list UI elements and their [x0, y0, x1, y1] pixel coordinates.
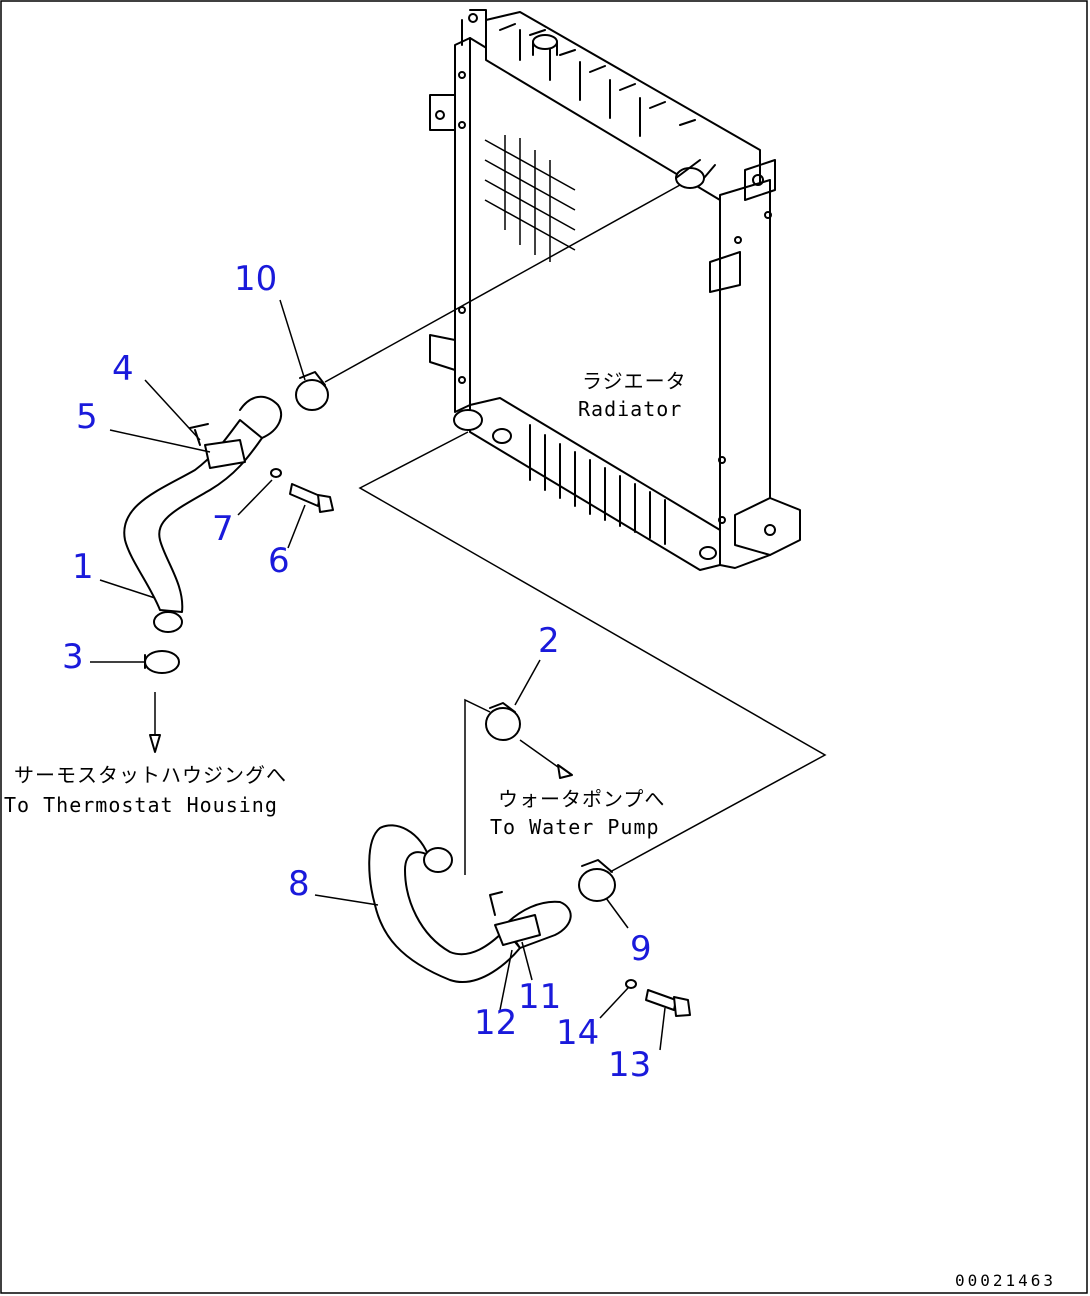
- leader-lines: [90, 184, 827, 1051]
- callout-13: 13: [608, 1045, 651, 1085]
- callout-3: 3: [62, 637, 84, 677]
- radiator-assembly: [429, 9, 801, 571]
- upper-hose: [123, 395, 282, 633]
- callout-7: 7: [212, 509, 234, 549]
- pump-label-en: To Water Pump: [490, 815, 660, 839]
- hose-clamp-10: [295, 371, 329, 411]
- callout-4: 4: [112, 349, 134, 389]
- hose-clamp-3: [144, 650, 180, 674]
- bolt-6: [289, 483, 334, 513]
- thermostat-label-en: To Thermostat Housing: [4, 793, 278, 817]
- callout-10: 10: [234, 259, 277, 299]
- callout-12: 12: [474, 1003, 517, 1043]
- pump-label-jp: ウォータポンプへ: [498, 787, 665, 811]
- hose-clamp-9: [578, 859, 616, 902]
- drawing-code: 00021463: [955, 1271, 1056, 1290]
- hose-clamp-2: [485, 702, 521, 741]
- callout-1: 1: [72, 547, 94, 587]
- lower-hose: [368, 824, 572, 983]
- washer-14: [625, 979, 637, 989]
- callout-11: 11: [518, 977, 561, 1017]
- washer-7: [270, 468, 282, 478]
- callout-6: 6: [268, 541, 290, 581]
- callout-5: 5: [76, 397, 98, 437]
- thermostat-label-jp: サーモスタットハウジングへ: [14, 763, 287, 787]
- callout-9: 9: [630, 929, 652, 969]
- callout-14: 14: [556, 1013, 599, 1053]
- bolt-13: [645, 989, 691, 1017]
- callout-2: 2: [538, 621, 560, 661]
- radiator-label-en: Radiator: [578, 397, 682, 421]
- radiator-label-jp: ラジエータ: [582, 369, 687, 393]
- callout-8: 8: [288, 864, 310, 904]
